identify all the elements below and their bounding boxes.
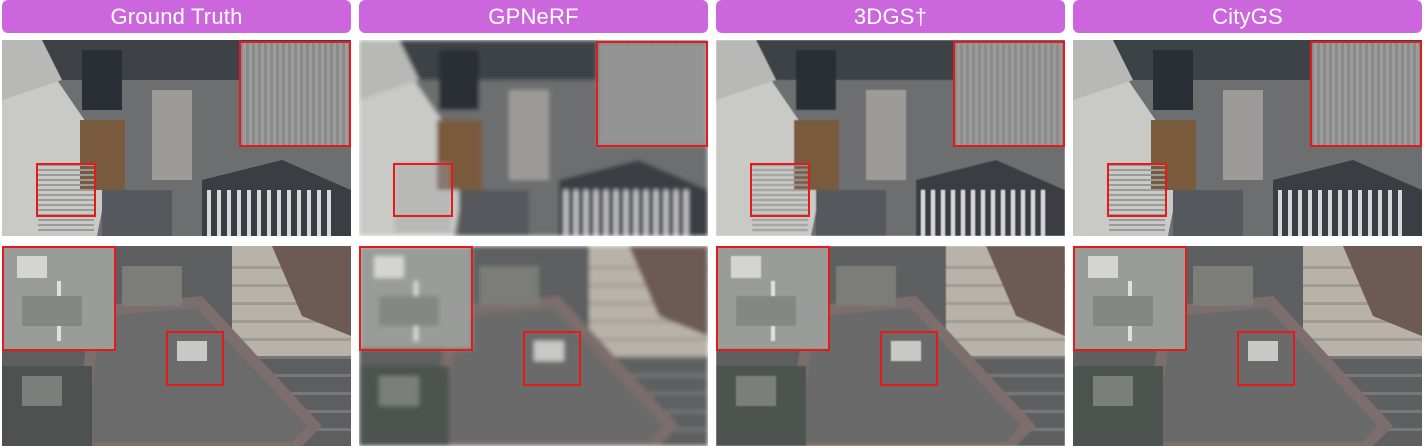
zoom-region-box: [880, 331, 938, 386]
zoom-inset-box: [359, 246, 473, 351]
column-header: Ground Truth: [2, 0, 351, 33]
zoom-region-box: [166, 331, 224, 386]
image-panel-bottom: [359, 246, 708, 446]
image-panel-bottom: [716, 246, 1065, 446]
column-3dgs: 3DGS†: [716, 0, 1065, 446]
image-panel-top: [359, 40, 708, 236]
column-header: CityGS: [1073, 0, 1422, 33]
zoom-region-box: [1107, 163, 1167, 217]
image-panel-top: [716, 40, 1065, 236]
zoom-inset-box: [1073, 246, 1187, 351]
image-panel-top: [1073, 40, 1422, 236]
image-panel-bottom: [2, 246, 351, 446]
scene-rooftop: [359, 246, 708, 446]
column-ground-truth: Ground Truth: [2, 0, 351, 446]
zoom-inset-box: [596, 41, 708, 147]
scene-skyscrapers: [359, 40, 708, 236]
scene-skyscrapers: [2, 40, 351, 236]
scene-rooftop: [2, 246, 351, 446]
zoom-region-box: [523, 331, 581, 386]
zoom-inset-box: [953, 41, 1065, 147]
scene-skyscrapers: [716, 40, 1065, 236]
column-citygs: CityGS: [1073, 0, 1422, 446]
column-header: 3DGS†: [716, 0, 1065, 33]
zoom-region-box: [393, 163, 453, 217]
zoom-region-box: [750, 163, 810, 217]
zoom-inset-box: [1310, 41, 1422, 147]
zoom-region-box: [1237, 331, 1295, 386]
image-panel-bottom: [1073, 246, 1422, 446]
column-header: GPNeRF: [359, 0, 708, 33]
image-panel-top: [2, 40, 351, 236]
scene-rooftop: [716, 246, 1065, 446]
scene-skyscrapers: [1073, 40, 1422, 236]
zoom-inset-box: [716, 246, 830, 351]
zoom-inset-box: [2, 246, 116, 351]
zoom-region-box: [36, 163, 96, 217]
column-gpnerf: GPNeRF: [359, 0, 708, 446]
scene-rooftop: [1073, 246, 1422, 446]
zoom-inset-box: [239, 41, 351, 147]
